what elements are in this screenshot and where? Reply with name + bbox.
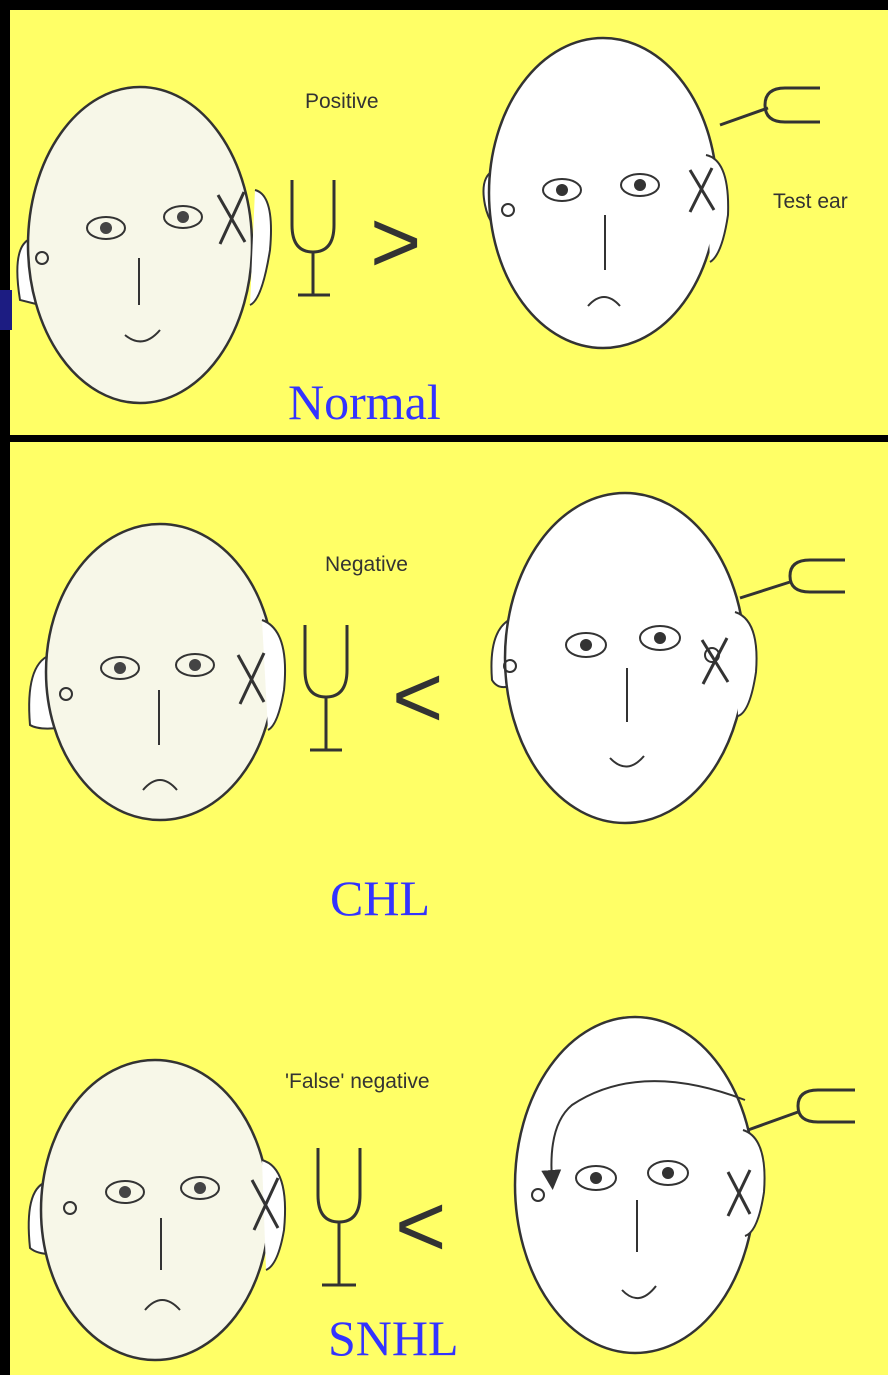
right-head-normal	[483, 38, 728, 348]
caption-snhl: SNHL	[328, 1313, 459, 1363]
right-head-snhl	[515, 1017, 765, 1353]
tuning-fork-icon	[318, 1148, 360, 1285]
note-false-negative: 'False' negative	[285, 1070, 430, 1094]
comparison-chl: <	[392, 653, 443, 741]
tuning-fork-icon	[292, 180, 334, 295]
comparison-snhl: <	[395, 1182, 446, 1270]
tuning-fork-icon	[748, 1090, 855, 1130]
comparison-normal: >	[370, 198, 421, 286]
caption-chl: CHL	[330, 873, 430, 923]
left-head-snhl	[29, 1060, 285, 1360]
note-positive: Positive	[305, 90, 379, 114]
caption-normal: Normal	[288, 377, 441, 427]
test-ear-label: Test ear	[773, 190, 848, 214]
tuning-fork-icon	[720, 88, 820, 125]
left-head-normal	[17, 87, 271, 403]
tuning-fork-icon	[305, 625, 347, 750]
tuning-fork-icon	[740, 560, 845, 598]
note-negative: Negative	[325, 553, 408, 577]
